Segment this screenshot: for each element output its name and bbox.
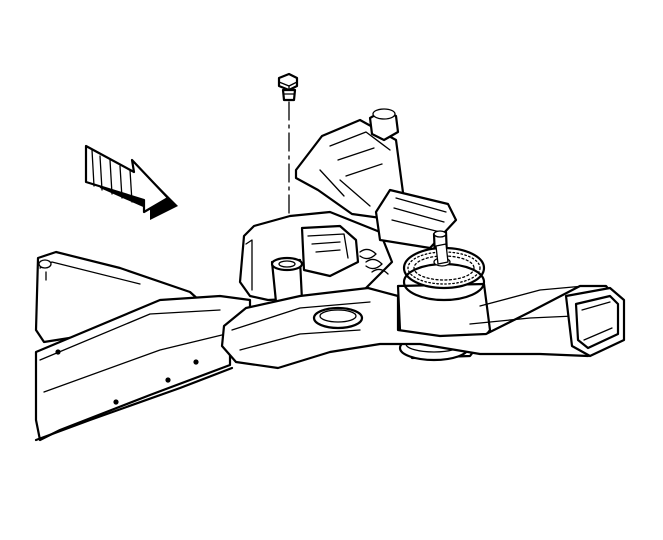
bolt <box>277 72 299 102</box>
height-sensor-bracket <box>238 210 394 304</box>
steering-gear-housing <box>294 108 458 284</box>
direction-arrow <box>84 144 178 220</box>
lower-control-arm <box>220 284 626 370</box>
frame-mounting-holes <box>55 349 199 405</box>
crossmember-frame <box>34 250 252 442</box>
